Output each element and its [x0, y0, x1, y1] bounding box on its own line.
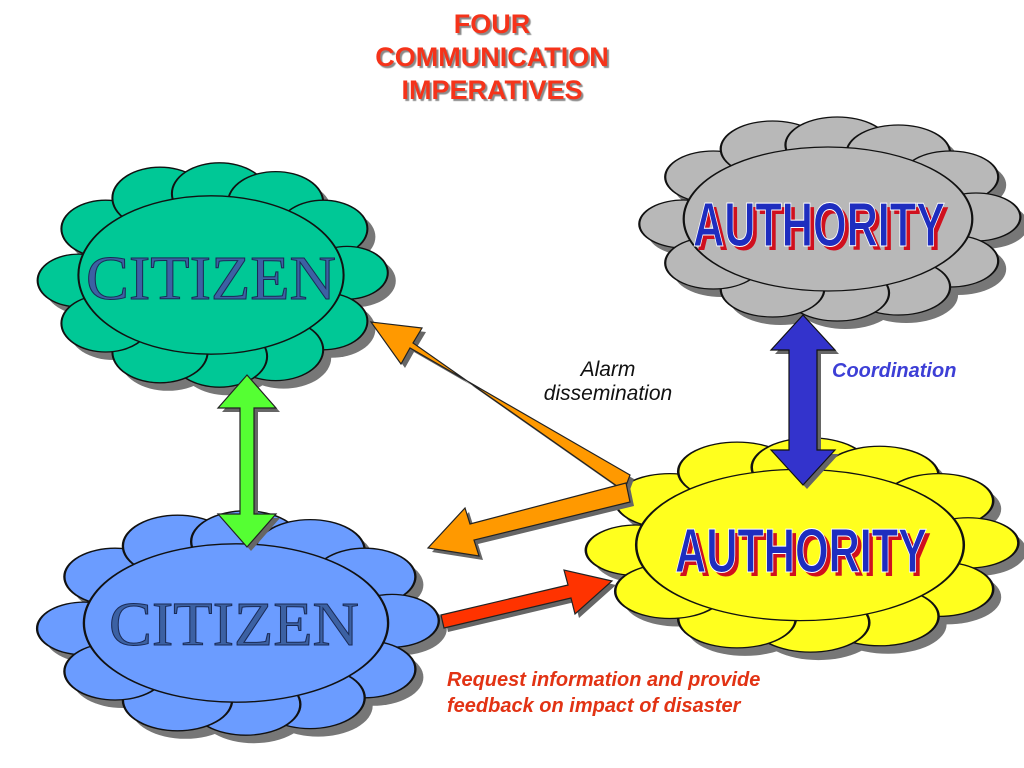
- request-arrow: [440, 569, 616, 632]
- authority-top-label: AUTHORITY: [693, 191, 945, 260]
- request-label-line-1: Request information and provide: [447, 669, 761, 691]
- alarm-arrow-to-citizen-top: [369, 321, 634, 495]
- authority-bottom-shadow: AUTHORITY: [679, 521, 931, 590]
- title-line-1: FOUR: [453, 9, 531, 39]
- diagram-title: FOUR COMMUNICATION IMPERATIVES: [312, 8, 672, 107]
- citizen-top-label: CITIZEN: [86, 245, 336, 313]
- citizen-top-node: CITIZEN: [38, 163, 396, 395]
- alarm-label-line-1: Alarm: [580, 358, 636, 381]
- coordination-label: Coordination: [832, 360, 957, 382]
- title-line-3: IMPERATIVES: [401, 75, 583, 105]
- request-information-label: Request information and provide feedback…: [447, 667, 760, 719]
- alarm-label-line-2: dissemination: [543, 382, 673, 405]
- alarm-dissemination-label: Alarm dissemination: [520, 358, 696, 406]
- authority-top-node: AUTHORITY AUTHORITY: [639, 117, 1024, 329]
- request-label-line-2: feedback on impact of disaster: [447, 695, 741, 717]
- citizen-bottom-node: CITIZEN: [37, 511, 447, 743]
- alarm-arrow-to-citizen-bottom: [426, 482, 634, 560]
- citizen-bottom-label: CITIZEN: [109, 591, 359, 659]
- coordination-arrow: [769, 314, 839, 489]
- citizen-link-arrow: [216, 374, 280, 551]
- authority-top-shadow: AUTHORITY: [697, 195, 949, 264]
- authority-bottom-label: AUTHORITY: [675, 517, 927, 586]
- title-line-2: COMMUNICATION: [375, 42, 609, 72]
- authority-bottom-node: AUTHORITY AUTHORITY: [586, 438, 1024, 660]
